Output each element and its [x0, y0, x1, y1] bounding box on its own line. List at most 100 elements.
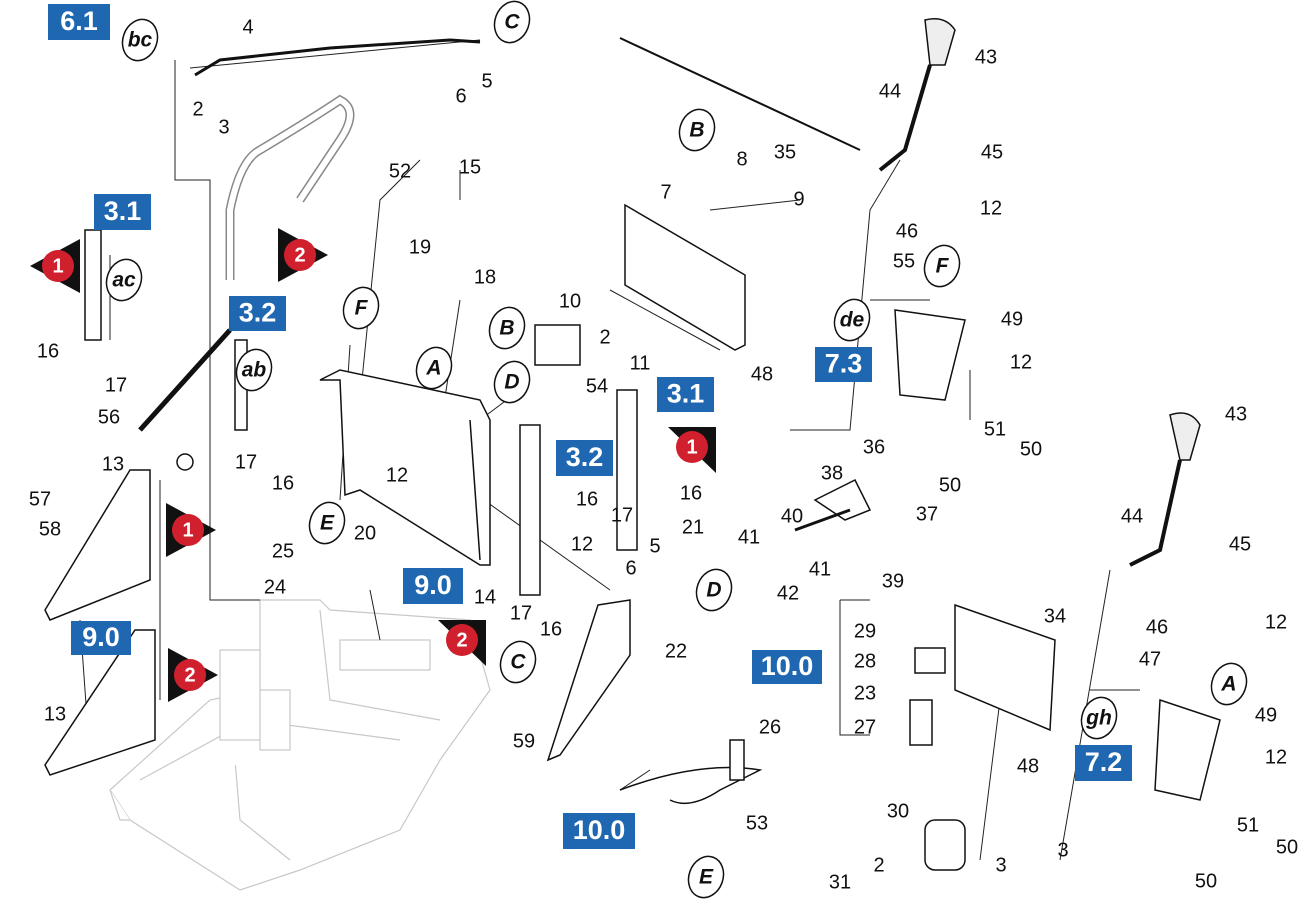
page-ref-box[interactable]: 7.2	[1075, 745, 1132, 781]
page-ref-box[interactable]: 10.0	[752, 650, 822, 684]
assembly-letter: ab	[242, 359, 267, 382]
solenoid-30	[924, 819, 966, 871]
part-number-label: 13	[102, 453, 124, 475]
part-number-label: 2	[599, 326, 610, 348]
part-number-label: 46	[896, 220, 918, 242]
plate-22	[546, 599, 631, 762]
part-number-label: 12	[1010, 351, 1032, 373]
part-number-label: 50	[1276, 836, 1298, 858]
part-number-label: 16	[37, 340, 59, 362]
part-number-label: 29	[854, 620, 876, 642]
assembly-letter: A	[1220, 673, 1236, 696]
part-number-label: 5	[481, 70, 492, 92]
page-ref-box[interactable]: 10.0	[563, 813, 635, 849]
assembly-letter: ac	[112, 269, 136, 292]
part-number-label: 3	[218, 116, 229, 138]
step-marker: 1	[30, 239, 80, 293]
part-number-label: 15	[459, 156, 481, 178]
page-ref-box[interactable]: 3.2	[229, 296, 286, 331]
part-number-label: 17	[105, 374, 127, 396]
assembly-oval: ac	[105, 258, 143, 302]
part-number-label: 17	[611, 504, 633, 526]
part-number-label: 45	[981, 141, 1003, 163]
page-ref-label: 9.0	[414, 570, 452, 600]
assembly-oval: B	[488, 306, 526, 350]
step-marker: 2	[278, 228, 328, 282]
part-number-label: 50	[1195, 870, 1217, 892]
assembly-oval: C	[499, 640, 537, 684]
part-number-label: 59	[513, 730, 535, 752]
assembly-oval: bc	[121, 18, 159, 62]
part-number-label: 14	[474, 586, 496, 608]
part-number-label: 48	[1017, 755, 1039, 777]
gusset-13b	[44, 629, 156, 776]
part-number-label: 53	[746, 812, 768, 834]
part-number-label: 16	[680, 482, 702, 504]
page-ref-box[interactable]: 6.1	[48, 4, 110, 40]
part-number-label: 18	[474, 266, 496, 288]
page-ref-label: 10.0	[761, 651, 814, 681]
part-number-label: 22	[665, 640, 687, 662]
part-number-label: 52	[389, 160, 411, 182]
knob-43-top	[924, 18, 956, 66]
step-number: 1	[686, 436, 697, 458]
assembly-letter: C	[510, 651, 526, 674]
assembly-oval: D	[493, 360, 531, 404]
knob-43-bot	[1169, 412, 1201, 461]
page-ref-label: 3.2	[239, 298, 277, 328]
assembly-oval: F	[342, 286, 380, 330]
page-ref-label: 3.1	[667, 379, 705, 409]
part-number-label: 16	[540, 618, 562, 640]
assembly-oval: ab	[235, 348, 273, 392]
part-number-label: 21	[682, 516, 704, 538]
part-number-label: 31	[829, 871, 851, 893]
switch-27	[909, 699, 933, 746]
part-number-label: 23	[854, 682, 876, 704]
part-number-label: 24	[264, 576, 286, 598]
part-number-label: 7	[660, 181, 671, 203]
assembly-oval: D	[695, 568, 733, 612]
bracket-49-bot	[1154, 698, 1221, 801]
assembly-oval: B	[678, 108, 716, 152]
page-ref-box[interactable]: 9.0	[403, 568, 463, 604]
page-ref-box[interactable]: 7.3	[815, 347, 872, 382]
part-number-label: 8	[736, 148, 747, 170]
part-number-label: 43	[1225, 403, 1247, 425]
part-number-label: 54	[586, 375, 608, 397]
page-ref-label: 9.0	[82, 622, 120, 652]
bracket-49-top	[894, 309, 966, 401]
page-ref-box[interactable]: 9.0	[71, 621, 131, 655]
part-number-label: 12	[980, 197, 1002, 219]
assembly-oval: E	[308, 501, 346, 545]
page-ref-box[interactable]: 3.2	[556, 440, 613, 476]
page-ref-box[interactable]: 3.1	[657, 377, 714, 412]
assembly-letter: C	[504, 11, 520, 34]
chassis-frame	[109, 599, 491, 891]
part-number-label: 42	[777, 582, 799, 604]
part-number-label: 6	[625, 557, 636, 579]
step-marker: 1	[668, 427, 716, 473]
part-number-label: 41	[809, 558, 831, 580]
bracket-left	[84, 229, 102, 341]
part-number-label: 2	[192, 98, 203, 120]
part-number-label: 16	[576, 488, 598, 510]
page-ref-box[interactable]: 3.1	[94, 194, 151, 230]
part-number-label: 6	[455, 85, 466, 107]
part-number-label: 43	[975, 46, 997, 68]
gusset-13a	[44, 469, 151, 621]
part-number-label: 45	[1229, 533, 1251, 555]
part-number-label: 39	[882, 570, 904, 592]
assembly-oval: F	[923, 244, 961, 288]
part-number-label: 4	[242, 16, 253, 38]
part-number-label: 47	[1139, 648, 1161, 670]
page-ref-label: 7.3	[825, 349, 863, 379]
part-number-label: 16	[272, 472, 294, 494]
page-ref-label: 6.1	[60, 6, 98, 36]
assembly-letter: de	[840, 309, 865, 332]
mount-plate	[319, 369, 491, 566]
rod-7	[624, 203, 746, 351]
part-number-label: 50	[939, 474, 961, 496]
bar-3-2	[519, 424, 541, 596]
part-number-label: 51	[1237, 814, 1259, 836]
